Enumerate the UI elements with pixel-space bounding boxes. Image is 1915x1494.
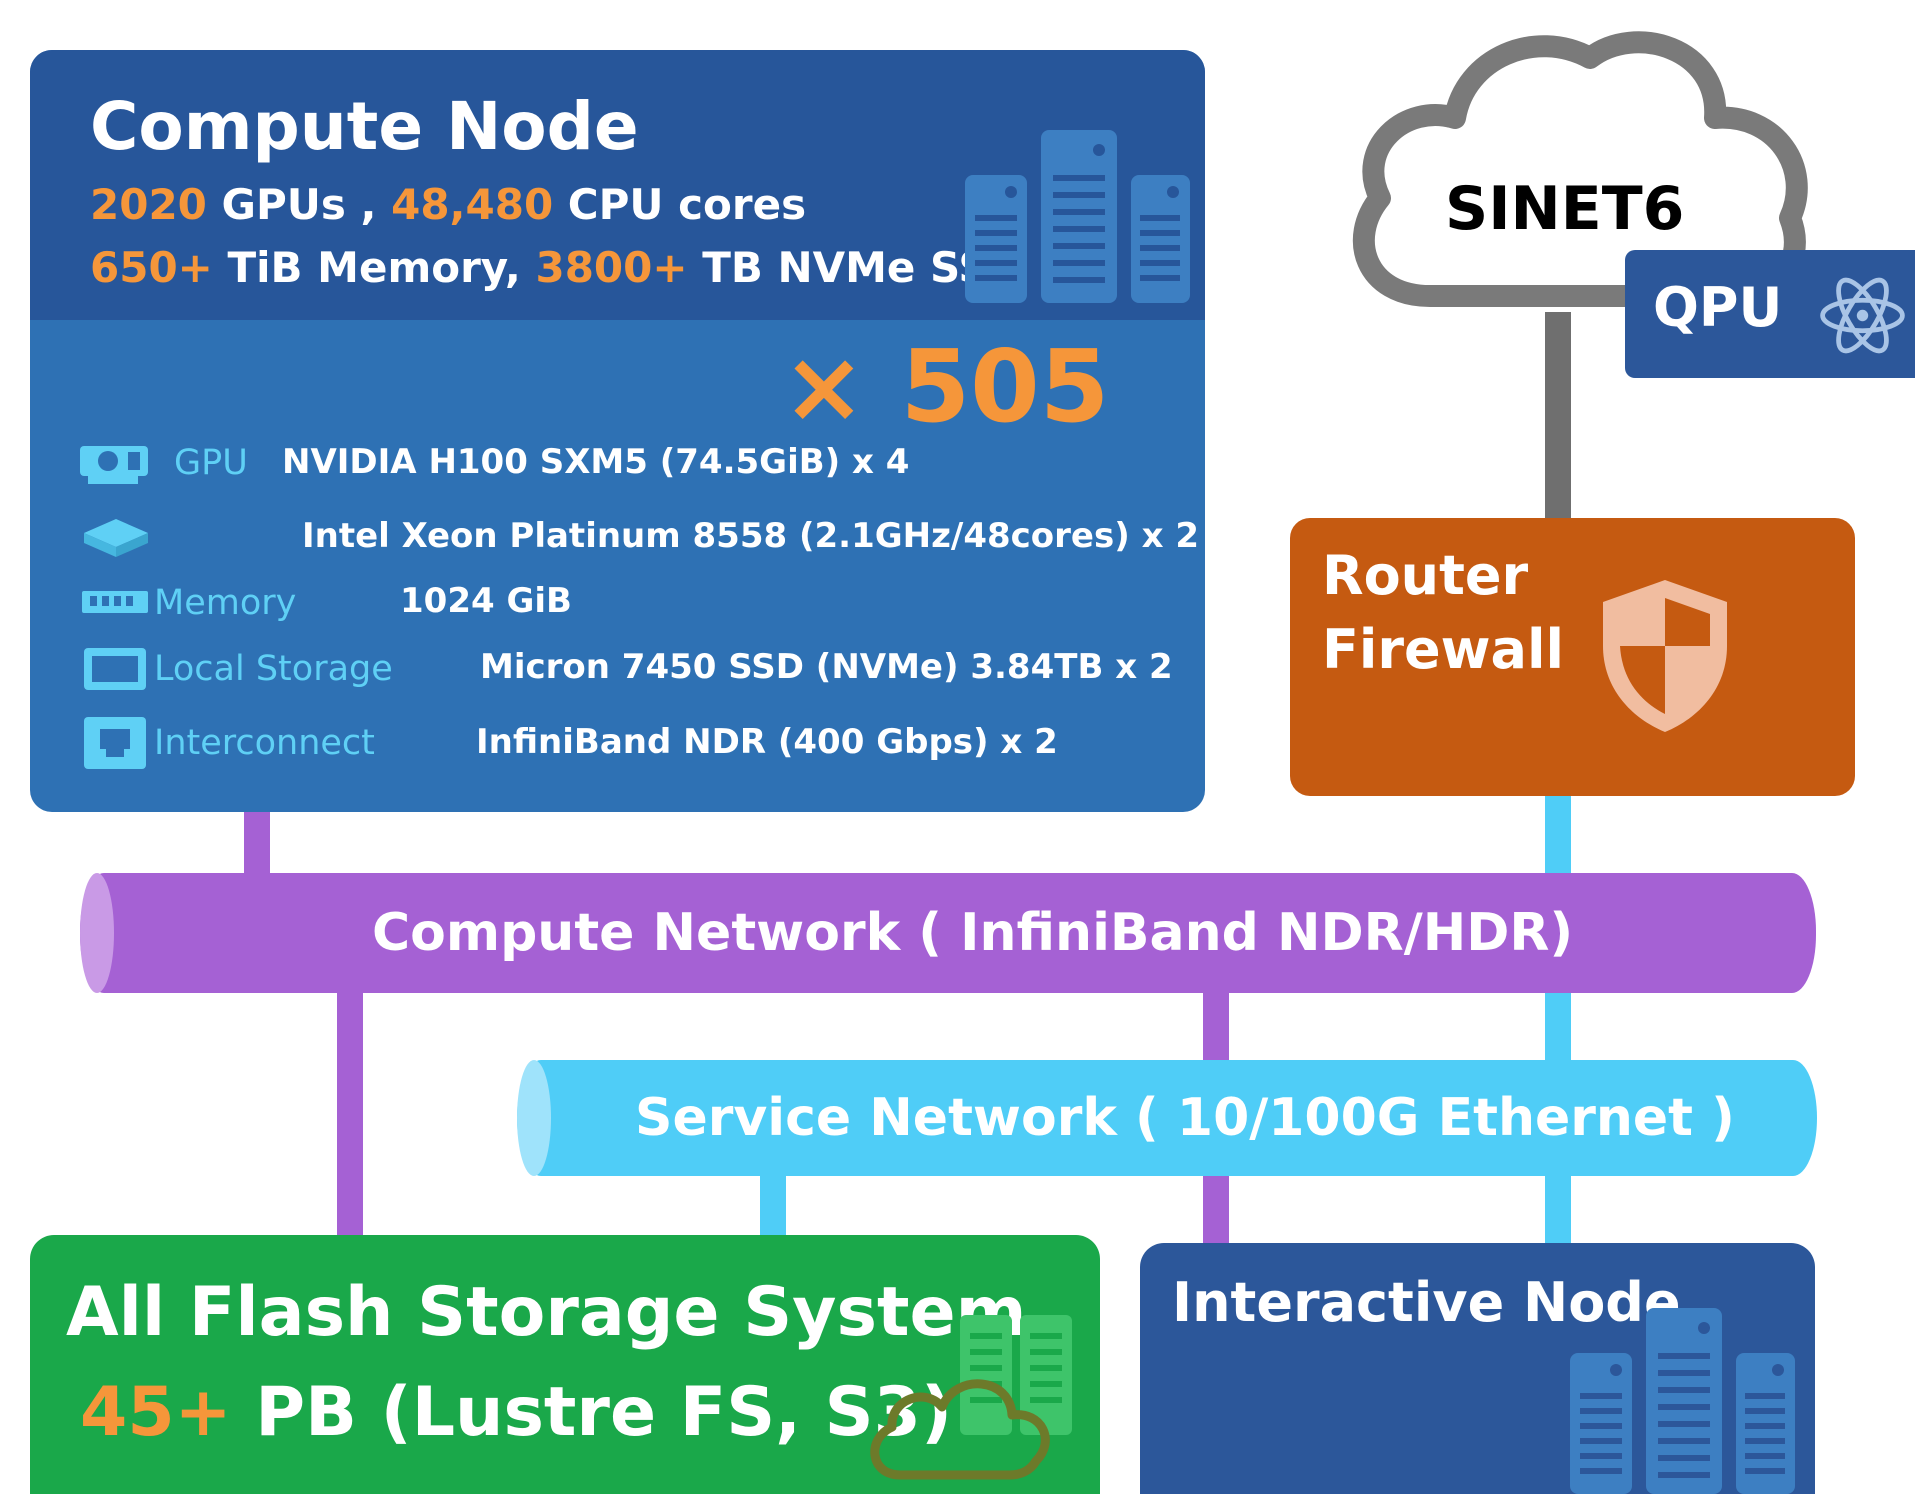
spec-value-interconnect: InfiniBand NDR (400 Gbps) x 2: [476, 722, 1058, 762]
compute-network-label: Compute Network ( InfiniBand NDR/HDR): [372, 903, 1574, 963]
service-network-pipe-end: [517, 1060, 551, 1176]
service-network-pipe: [517, 1060, 1817, 1176]
spec-row-cpu: [78, 507, 154, 569]
storage-capacity-text: PB (Lustre FS, S3): [231, 1373, 953, 1452]
compute-node-memory-ssd-line: 650+ TiB Memory, 3800+ TB NVMe SSD: [90, 243, 1024, 292]
storage-icon: [78, 643, 154, 695]
compute-network-pipe-end: [80, 873, 114, 993]
spec-label-gpu: GPU: [174, 443, 248, 483]
gpu-icon: [78, 437, 154, 489]
spec-value-local-storage: Micron 7450 SSD (NVMe) 3.84TB x 2: [480, 647, 1173, 687]
router-firewall-box: Router Firewall: [1290, 518, 1855, 796]
spec-label-memory: Memory: [154, 583, 297, 623]
all-flash-storage-box: All Flash Storage System 45+ PB (Lustre …: [30, 1235, 1100, 1494]
server-rack-icon: [1570, 1308, 1795, 1494]
storage-to-service-network-link: [760, 1172, 786, 1240]
memory-amount: 650+: [90, 243, 213, 292]
spec-label-interconnect: Interconnect: [154, 723, 375, 763]
memory-icon: [78, 577, 154, 629]
storage-title: All Flash Storage System: [66, 1273, 1027, 1352]
spec-row-interconnect: Interconnect: [78, 712, 375, 774]
gpu-count-text: GPUs ,: [206, 180, 392, 229]
spec-row-gpu: GPU: [78, 432, 248, 494]
memory-amount-text: TiB Memory,: [212, 243, 536, 292]
spec-value-gpu: NVIDIA H100 SXM5 (74.5GiB) x 4: [282, 442, 910, 482]
compute-node-box: Compute Node 2020 GPUs , 48,480 CPU core…: [30, 50, 1205, 812]
storage-capacity-number: 45+: [80, 1373, 232, 1452]
cpu-count: 48,480: [391, 180, 554, 229]
shield-icon: [1603, 580, 1727, 732]
cloud-storage-icon: [870, 1315, 1072, 1480]
cpu-count-text: CPU cores: [553, 180, 807, 229]
compute-node-title: Compute Node: [90, 88, 639, 165]
interconnect-icon: [78, 717, 154, 769]
sinet6-label: SINET6: [1445, 174, 1685, 244]
compute-node-gpu-cpu-line: 2020 GPUs , 48,480 CPU cores: [90, 180, 806, 229]
storage-to-compute-network-link: [337, 990, 363, 1240]
compute-node-count: × 505: [782, 328, 1110, 445]
service-network-label: Service Network ( 10/100G Ethernet ): [635, 1088, 1735, 1148]
router-label: Router: [1322, 544, 1529, 607]
spec-row-memory: Memory: [78, 572, 296, 634]
atom-icon: [1820, 277, 1905, 354]
router-to-sinet-link: [1545, 312, 1571, 522]
gpu-count: 2020: [90, 180, 207, 229]
spec-value-memory: 1024 GiB: [400, 581, 572, 621]
qpu-box: QPU: [1625, 250, 1915, 378]
spec-row-local-storage: Local Storage: [78, 638, 393, 700]
interactive-node-title: Interactive Node: [1172, 1271, 1681, 1334]
firewall-label: Firewall: [1322, 618, 1564, 681]
server-rack-icon: [965, 130, 1190, 303]
storage-capacity: 45+ PB (Lustre FS, S3): [80, 1373, 952, 1452]
qpu-label: QPU: [1653, 276, 1783, 339]
spec-label-local-storage: Local Storage: [154, 649, 393, 689]
interactive-node-box: Interactive Node: [1140, 1243, 1815, 1494]
compute-network-pipe: [80, 873, 1816, 993]
cloud-icon: [1352, 31, 1808, 309]
ssd-amount: 3800+: [535, 243, 688, 292]
compute-node-to-compute-network-link: [244, 810, 270, 878]
cpu-icon: [78, 512, 154, 564]
spec-value-cpu: Intel Xeon Platinum 8558 (2.1GHz/48cores…: [302, 516, 1200, 556]
